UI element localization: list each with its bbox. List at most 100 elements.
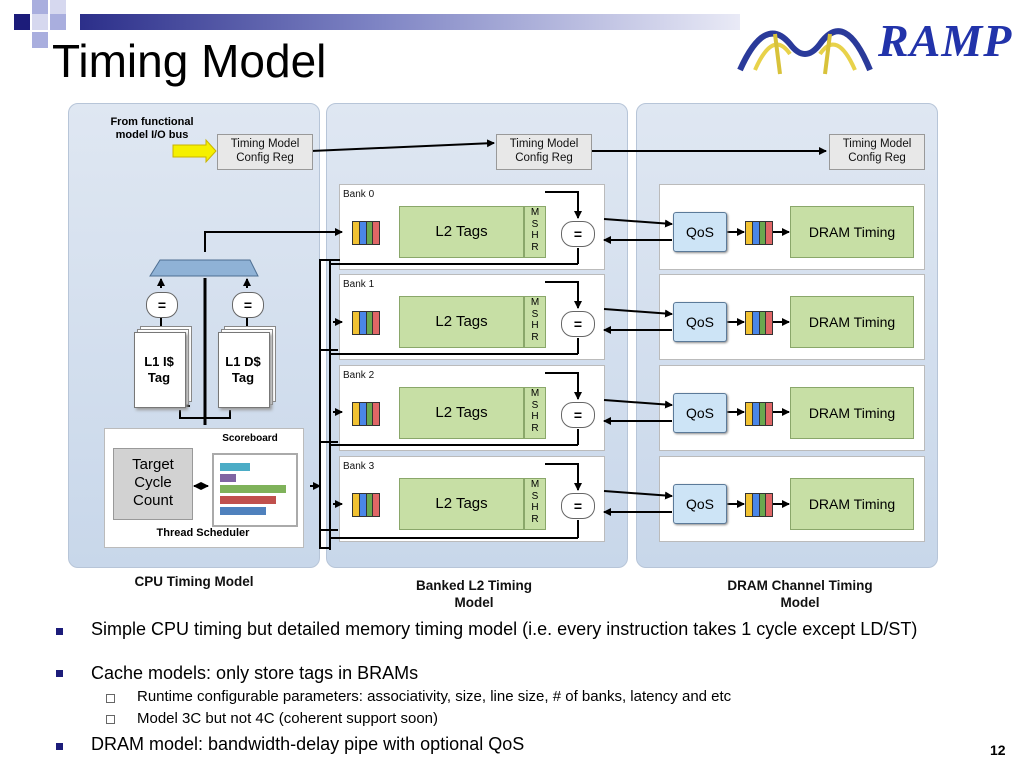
sub-bullet-1: Runtime configurable parameters: associa… (137, 688, 732, 705)
l2-tags-3: L2 Tags (399, 478, 524, 530)
l2-queue-2-slot (359, 403, 367, 425)
l1d-tag-label: L1 D$ Tag (225, 354, 261, 385)
dram-queue-0-slot (766, 222, 772, 244)
l2-queue-3-slot (373, 494, 379, 516)
ramp-logo-icon (737, 28, 873, 75)
l2-queue-1-slot (366, 312, 374, 334)
l2-compare-0: = (561, 221, 595, 247)
mshr-letter: H (531, 230, 539, 241)
mshr-letter: M (530, 297, 540, 308)
qos-2: QoS (673, 393, 727, 433)
mshr-letter: S (531, 399, 539, 411)
dram-timing-2: DRAM Timing (790, 387, 914, 439)
l2-queue-0-slot (359, 222, 367, 244)
dram-timing-0: DRAM Timing (790, 206, 914, 258)
scoreboard-chart (212, 453, 298, 527)
mshr-letter: R (531, 241, 539, 253)
dram-queue-3-slot (759, 494, 767, 516)
l1i-compare: = (146, 292, 178, 318)
l2-tags-0: L2 Tags (399, 206, 524, 258)
config-reg-l2: Timing Model Config Reg (496, 134, 592, 170)
page-number: 12 (990, 742, 1006, 758)
config-reg-cpu: Timing Model Config Reg (217, 134, 313, 170)
mshr-letter: M (530, 388, 540, 399)
dram-queue-1-slot (746, 312, 753, 334)
mshr-letter: H (531, 502, 539, 513)
bank-label-1: Bank 1 (343, 279, 375, 290)
dram-queue-1-slot (759, 312, 767, 334)
l2-queue-1-slot (373, 312, 379, 334)
l2-queue-1 (352, 311, 380, 335)
bank-label-2: Bank 2 (343, 370, 375, 381)
l2-queue-3 (352, 493, 380, 517)
l2-queue-0 (352, 221, 380, 245)
l2-queue-2-slot (373, 403, 379, 425)
l2-compare-1: = (561, 311, 595, 337)
mshr-letter: H (531, 320, 539, 331)
dram-queue-3-slot (766, 494, 772, 516)
l2-tags-1: L2 Tags (399, 296, 524, 348)
cpu-caption: CPU Timing Model (134, 574, 254, 589)
qos-3: QoS (673, 484, 727, 524)
l2-queue-0-slot (373, 222, 379, 244)
mshr-letter: R (531, 422, 539, 434)
bank-label-0: Bank 0 (343, 189, 375, 200)
l2-queue-2-slot (366, 403, 374, 425)
dram-queue-0-slot (759, 222, 767, 244)
qos-1: QoS (673, 302, 727, 342)
mshr-letter: S (531, 308, 539, 320)
l2-caption: Banked L2 Timing Model (415, 578, 533, 610)
dram-timing-1: DRAM Timing (790, 296, 914, 348)
bank-label-3: Bank 3 (343, 461, 375, 472)
thread-scheduler-label: Thread Scheduler (156, 527, 250, 539)
l2-tags-2: L2 Tags (399, 387, 524, 439)
sub-bullet-marker-1 (106, 694, 115, 703)
mshr-letter: R (531, 331, 539, 343)
l1d-compare: = (232, 292, 264, 318)
dram-queue-2-slot (766, 403, 772, 425)
l2-compare-2: = (561, 402, 595, 428)
dram-queue-3 (745, 493, 773, 517)
l1i-tag-label: L1 I$ Tag (144, 354, 174, 385)
sub-bullet-2: Model 3C but not 4C (coherent support so… (137, 710, 439, 727)
l2-compare-3: = (561, 493, 595, 519)
dram-queue-3-slot (752, 494, 760, 516)
l1i-tag-stack: L1 I$ Tag (134, 326, 192, 408)
l2-queue-2-slot (353, 403, 360, 425)
sub-bullet-marker-2 (106, 715, 115, 724)
dram-timing-3: DRAM Timing (790, 478, 914, 530)
dram-queue-0-slot (752, 222, 760, 244)
mshr-letter: H (531, 411, 539, 422)
dram-queue-0 (745, 221, 773, 245)
l1d-tag-stack: L1 D$ Tag (218, 326, 276, 408)
page-title: Timing Model (52, 35, 327, 87)
dram-queue-2-slot (746, 403, 753, 425)
header-squares (0, 0, 80, 60)
bullet-2: Cache models: only store tags in BRAMs (91, 663, 419, 683)
target-cycle-count: Target Cycle Count (113, 448, 193, 520)
l2-queue-3-slot (359, 494, 367, 516)
dram-queue-2-slot (752, 403, 760, 425)
l2-queue-3-slot (366, 494, 374, 516)
l2-queue-1-slot (353, 312, 360, 334)
l2-queue-0-slot (353, 222, 360, 244)
title-bar (80, 14, 740, 30)
from-functional-label: From functional model I/O bus (110, 116, 194, 141)
dram-queue-1-slot (766, 312, 772, 334)
bullet-1: Simple CPU timing but detailed memory ti… (91, 619, 918, 639)
config-reg-dram: Timing Model Config Reg (829, 134, 925, 170)
mshr-letter: S (531, 218, 539, 230)
l2-queue-0-slot (366, 222, 374, 244)
qos-0: QoS (673, 212, 727, 252)
dram-queue-2 (745, 402, 773, 426)
l2-queue-2 (352, 402, 380, 426)
dram-queue-0-slot (746, 222, 753, 244)
dram-queue-1 (745, 311, 773, 335)
scoreboard-label: Scoreboard (222, 433, 278, 444)
mshr-letter: S (531, 490, 539, 502)
